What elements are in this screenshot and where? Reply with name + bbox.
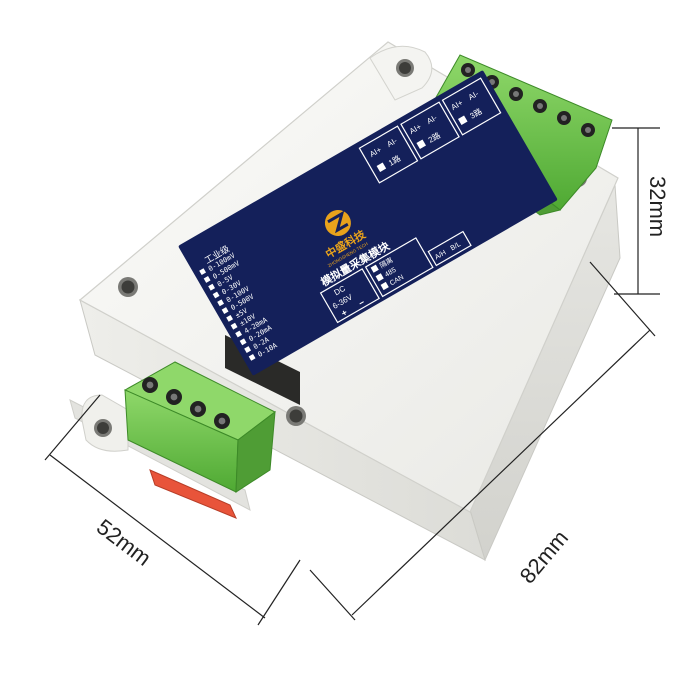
range-checkbox: [203, 276, 211, 283]
label-sticker: AI+ AI- 1路 AI+ AI- 2路 AI+ AI- 3路 工业级 0-1…: [178, 70, 558, 376]
mount-ear-bottom: [81, 394, 129, 452]
option-485: 485: [384, 267, 398, 279]
range-checkbox: [212, 291, 220, 299]
dimension-height-label: 32mm: [645, 176, 670, 237]
range-checkbox: [199, 268, 207, 276]
range-checkbox: [248, 353, 256, 361]
dimension-width-label: 52mm: [92, 514, 156, 571]
range-checkbox: [244, 346, 252, 353]
terminal-block-4pin: [123, 361, 276, 493]
din-rail-clip: [149, 469, 237, 519]
power-plus: +: [340, 307, 350, 318]
label-background: [178, 70, 558, 376]
comm-pin-a: A/H: [434, 249, 448, 261]
range-checkbox: [208, 283, 216, 291]
comm-pin-b: B/L: [450, 241, 463, 252]
mount-ear-top: [369, 45, 433, 101]
range-checkbox: [239, 338, 247, 346]
dimension-height: 32mm: [612, 127, 670, 295]
range-checkbox: [217, 299, 225, 307]
mount-hole-front: [286, 406, 306, 426]
range-checkbox: [221, 307, 229, 315]
mount-hole-left: [118, 277, 138, 297]
power-minus: −: [357, 297, 367, 308]
range-checkbox: [226, 314, 234, 322]
terminal-screws-4: [142, 377, 230, 429]
dimension-length-label: 82mm: [515, 525, 573, 588]
range-checkbox: [235, 330, 243, 338]
range-checkbox: [230, 322, 238, 330]
comm-pins: A/H B/L: [427, 230, 472, 267]
